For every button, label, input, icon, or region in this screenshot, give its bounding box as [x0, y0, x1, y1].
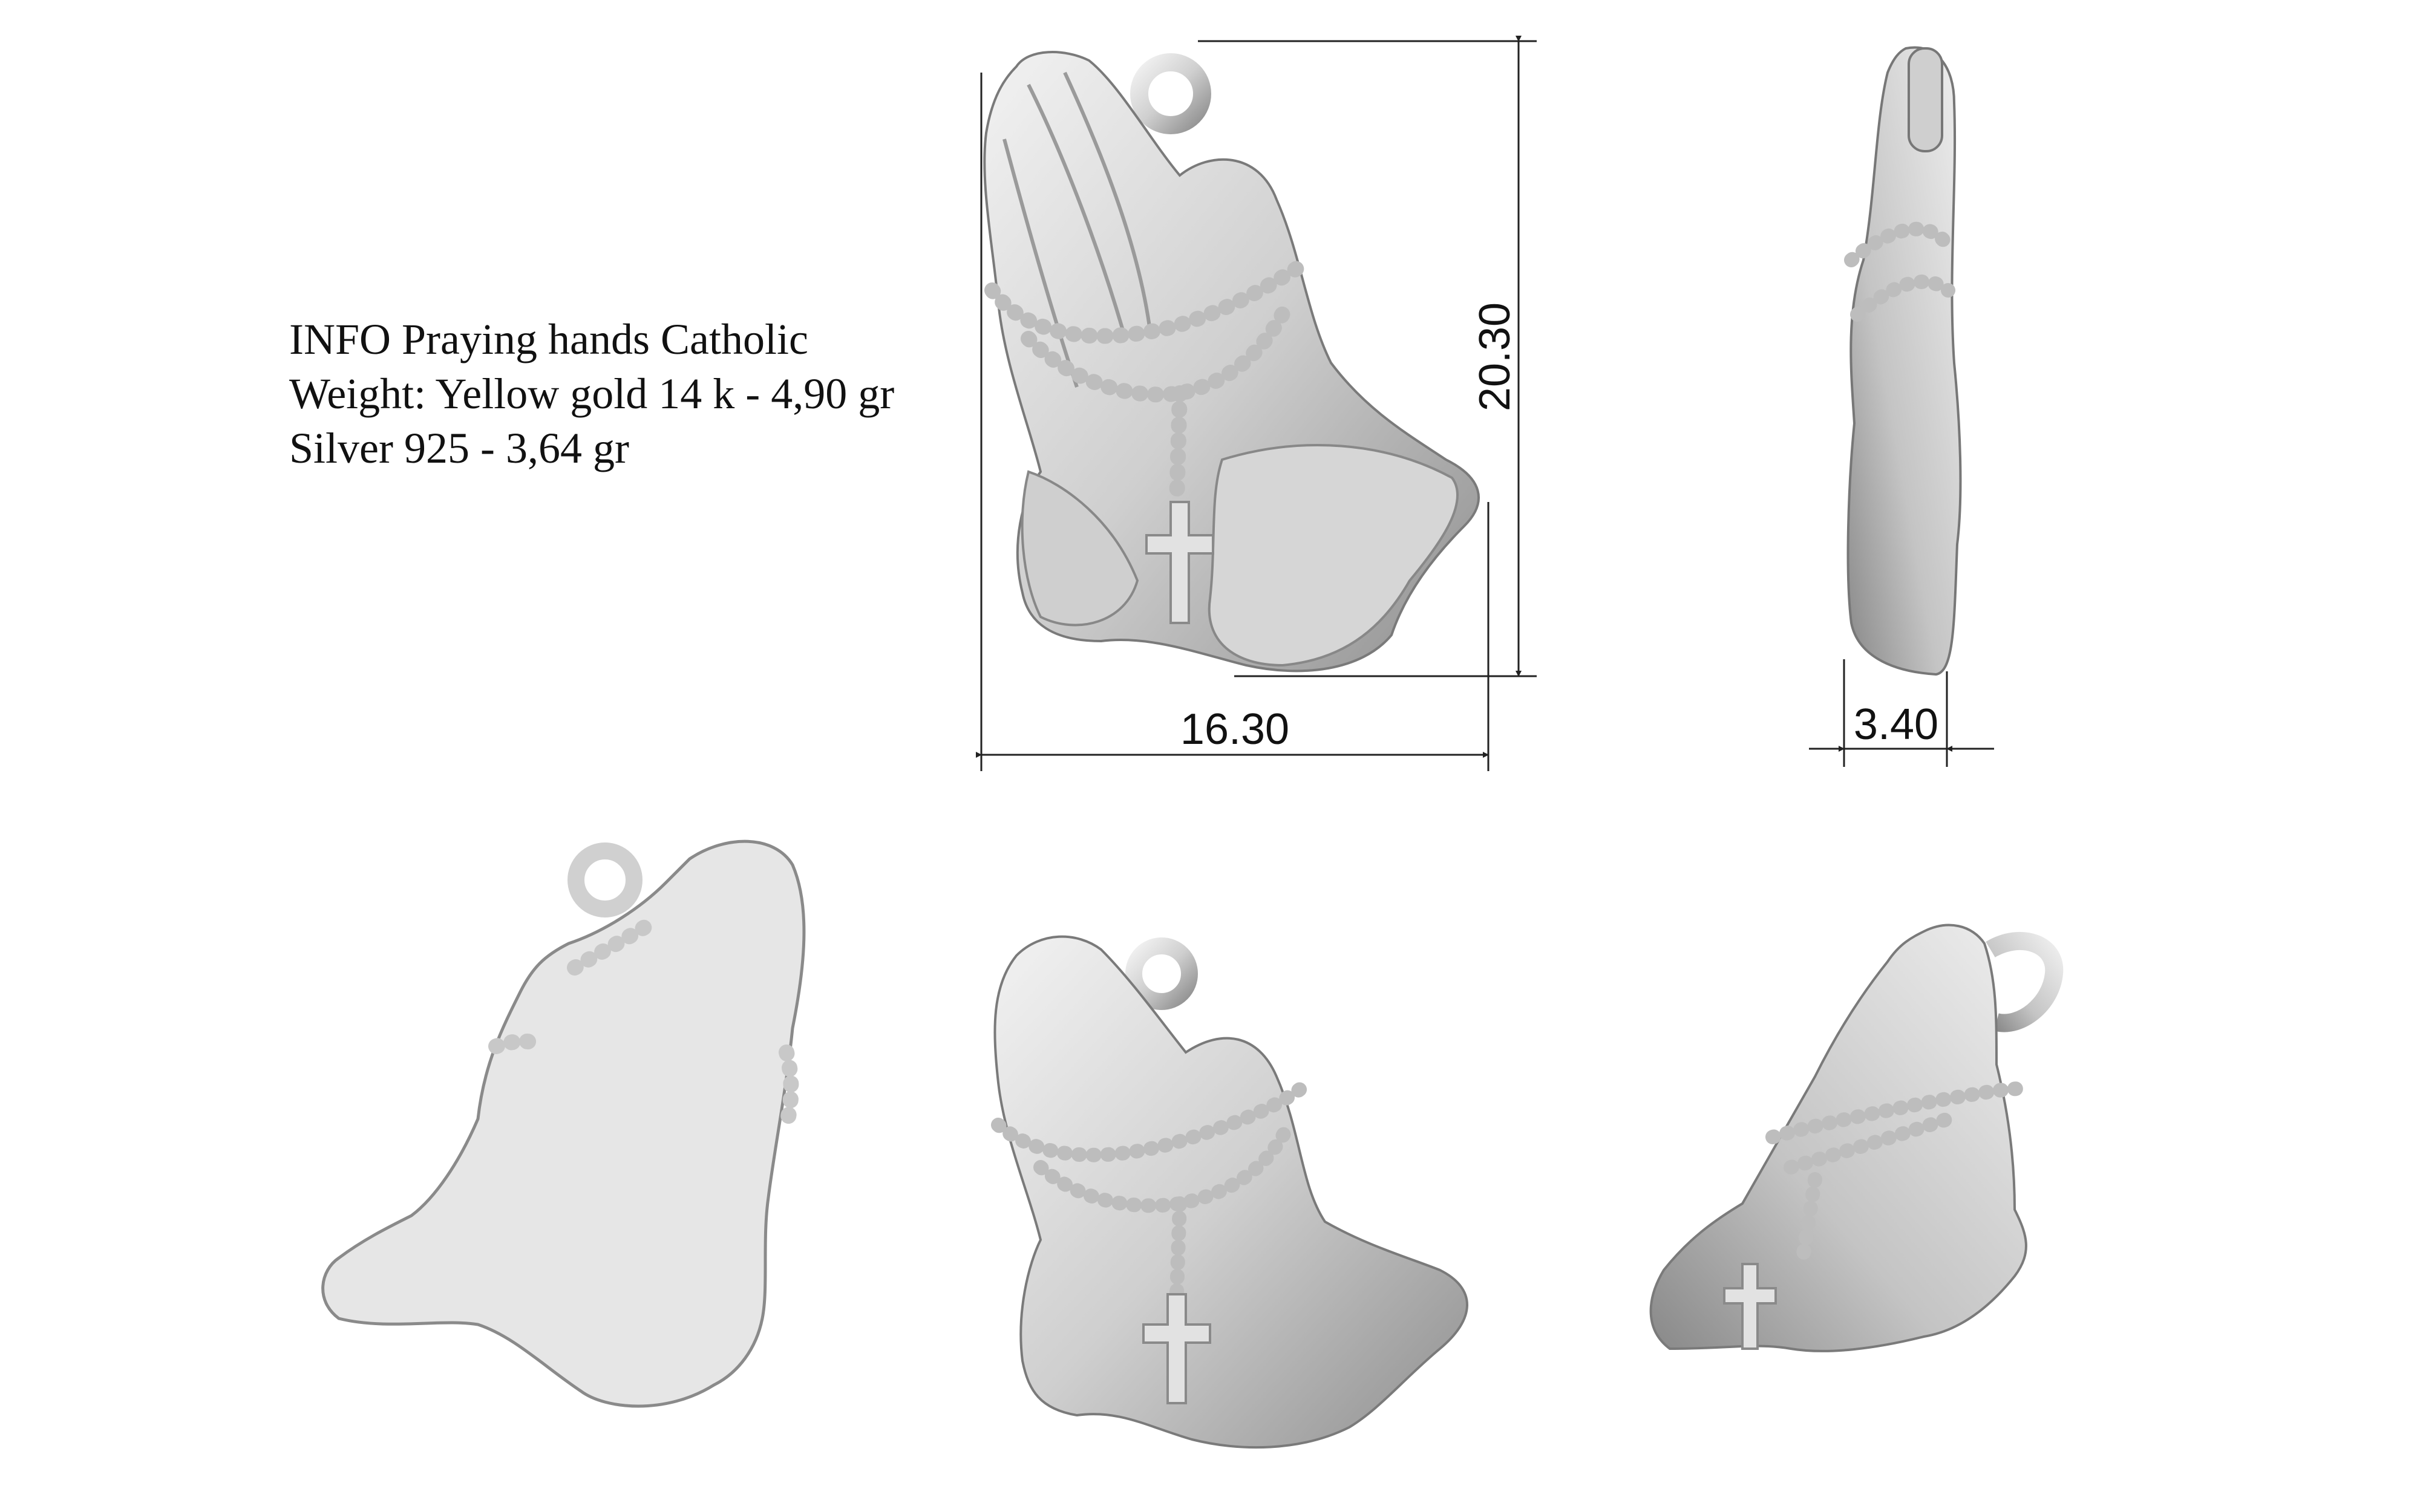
- bail-ring: [1130, 53, 1211, 134]
- thickness-dimension-label: 3.40: [1854, 700, 1938, 749]
- dimension-lines-side: [1809, 659, 1994, 767]
- pendant-front-view: [983, 51, 1480, 673]
- info-title: INFO Praying hands Catholic: [289, 315, 808, 363]
- sleeve-right: [1208, 444, 1459, 667]
- rosary-beads: [984, 258, 1309, 510]
- persp-a-cross-icon: [1142, 1293, 1211, 1404]
- height-dimension-label: 20.30: [1471, 302, 1519, 411]
- pendant-back-view: [321, 839, 806, 1408]
- side-profile-shape: [1846, 46, 1962, 676]
- back-bail-ring: [567, 842, 643, 917]
- info-block: INFO Praying hands Catholic Weight: Yell…: [289, 312, 894, 475]
- back-rosary-beads: [488, 917, 799, 1133]
- width-dimension-label: 16.30: [1180, 705, 1289, 754]
- dimension-lines-front: [976, 36, 1537, 771]
- persp-b-rosary: [1765, 1081, 2028, 1265]
- info-weight-gold: Weight: Yellow gold 14 k - 4,90 gr: [289, 370, 895, 418]
- cross-icon: [1145, 501, 1214, 624]
- persp-b-hands: [1649, 924, 2027, 1352]
- back-silhouette: [321, 839, 806, 1408]
- persp-a-bail: [1125, 937, 1198, 1010]
- sleeve-left: [1021, 470, 1139, 627]
- side-rosary-beads: [1844, 221, 1955, 322]
- pendant-perspective-view-a: [991, 935, 1468, 1449]
- side-bail: [1908, 47, 1943, 152]
- info-weight-silver: Silver 925 - 3,64 gr: [289, 424, 629, 472]
- persp-b-bail: [1986, 932, 2064, 1032]
- finger-lines: [1002, 71, 1151, 388]
- pendant-side-view: [1844, 46, 1962, 676]
- persp-b-cross-icon: [1723, 1263, 1777, 1350]
- persp-a-rosary: [991, 1081, 1308, 1302]
- pendant-perspective-view-b: [1649, 924, 2064, 1352]
